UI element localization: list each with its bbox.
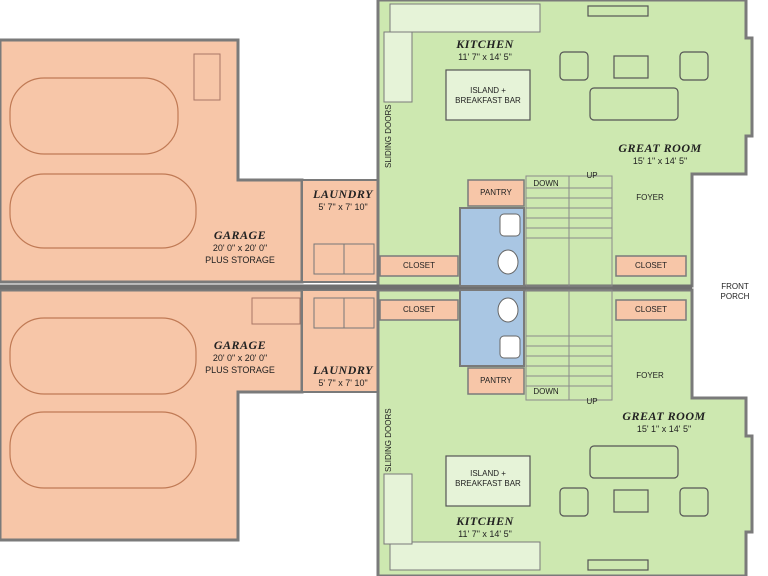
up-upper-label: UP (586, 171, 598, 180)
chair-1-lower (559, 487, 589, 517)
sliding-doors-upper-label: SLIDING DOORS (384, 104, 393, 168)
chair-2-upper (679, 51, 709, 81)
closet-right-lower-box (615, 299, 687, 321)
island-upper-line2: BREAKFAST BAR (455, 96, 521, 105)
laundry-upper-title: LAUNDRY (313, 187, 373, 201)
great-room-lower-title: GREAT ROOM (622, 409, 706, 423)
pantry-lower-label: PANTRY (480, 376, 512, 385)
chair-2-lower (679, 487, 709, 517)
pantry-lower-box (467, 367, 525, 395)
counter-left-upper (383, 31, 413, 103)
island-lower-line1: ISLAND + (470, 469, 506, 478)
storage-lower (251, 297, 301, 325)
laundry-lower-title: LAUNDRY (313, 363, 373, 377)
great-room-lower-dims: 15' 1" x 14' 5" (636, 424, 692, 434)
sofa-lower (589, 445, 679, 479)
island-upper (445, 69, 531, 121)
closet-right-lower-label: CLOSET (634, 305, 667, 314)
great-room-upper-dims: 15' 1" x 14' 5" (632, 156, 688, 166)
island-upper-line1: ISLAND + (470, 86, 506, 95)
vanity-upper (499, 213, 521, 237)
garage-lower-note: PLUS STORAGE (205, 365, 275, 375)
foyer-upper-label: FOYER (636, 193, 664, 202)
stairs-lower (525, 289, 613, 401)
closet-left-lower-label: CLOSET (402, 305, 435, 314)
kitchen-upper-dims: 11' 7" x 14' 5" (458, 52, 512, 62)
foyer-lower-label: FOYER (636, 371, 664, 380)
counter-bottom-lower (389, 541, 541, 571)
front-porch-line2: PORCH (720, 292, 750, 301)
pantry-upper-box (467, 179, 525, 207)
tv-upper (587, 5, 649, 17)
down-lower-label: DOWN (533, 387, 559, 396)
closet-left-lower-box (379, 299, 459, 321)
laundry-lower-dims: 5' 7" x 7' 10" (318, 378, 368, 388)
closet-left-upper-label: CLOSET (402, 261, 435, 270)
laundry-upper-dims: 5' 7" x 7' 10" (318, 202, 368, 212)
island-lower (445, 455, 531, 507)
closet-left-upper-box (379, 255, 459, 277)
closet-right-upper-label: CLOSET (634, 261, 667, 270)
toilet-lower (497, 297, 519, 323)
kitchen-lower-dims: 11' 7" x 14' 5" (458, 529, 512, 539)
great-room-upper-title: GREAT ROOM (618, 141, 702, 155)
island-lower-line2: BREAKFAST BAR (455, 479, 521, 488)
sliding-doors-lower-label: SLIDING DOORS (384, 408, 393, 472)
kitchen-upper-title: KITCHEN (456, 37, 514, 51)
garage-upper-title: GARAGE (213, 228, 267, 242)
kitchen-lower-title: KITCHEN (456, 514, 514, 528)
tv-lower (587, 559, 649, 571)
car-icons (9, 77, 197, 489)
counter-top-upper (389, 3, 541, 33)
stairs-upper (525, 175, 613, 287)
garage-upper-note: PLUS STORAGE (205, 255, 275, 265)
laundry-lower (301, 289, 381, 393)
chair-1-upper (559, 51, 589, 81)
garage-lower (0, 288, 304, 542)
storage-upper (193, 53, 221, 101)
pantry-upper-label: PANTRY (480, 188, 512, 197)
front-porch-line1: FRONT (721, 282, 749, 291)
up-lower-label: UP (586, 397, 598, 406)
garage-upper-dims: 20' 0" x 20' 0" (212, 243, 268, 253)
toilet-upper (497, 249, 519, 275)
closet-right-upper-box (615, 255, 687, 277)
garage-lower-dims: 20' 0" x 20' 0" (212, 353, 268, 363)
coffee-table-upper (613, 55, 649, 79)
counter-left-lower (383, 473, 413, 545)
laundry-upper (301, 179, 381, 283)
coffee-table-lower (613, 489, 649, 513)
garage-lower-title: GARAGE (213, 338, 267, 352)
vanity-lower (499, 335, 521, 359)
down-upper-label: DOWN (533, 179, 559, 188)
sofa-upper (589, 87, 679, 121)
